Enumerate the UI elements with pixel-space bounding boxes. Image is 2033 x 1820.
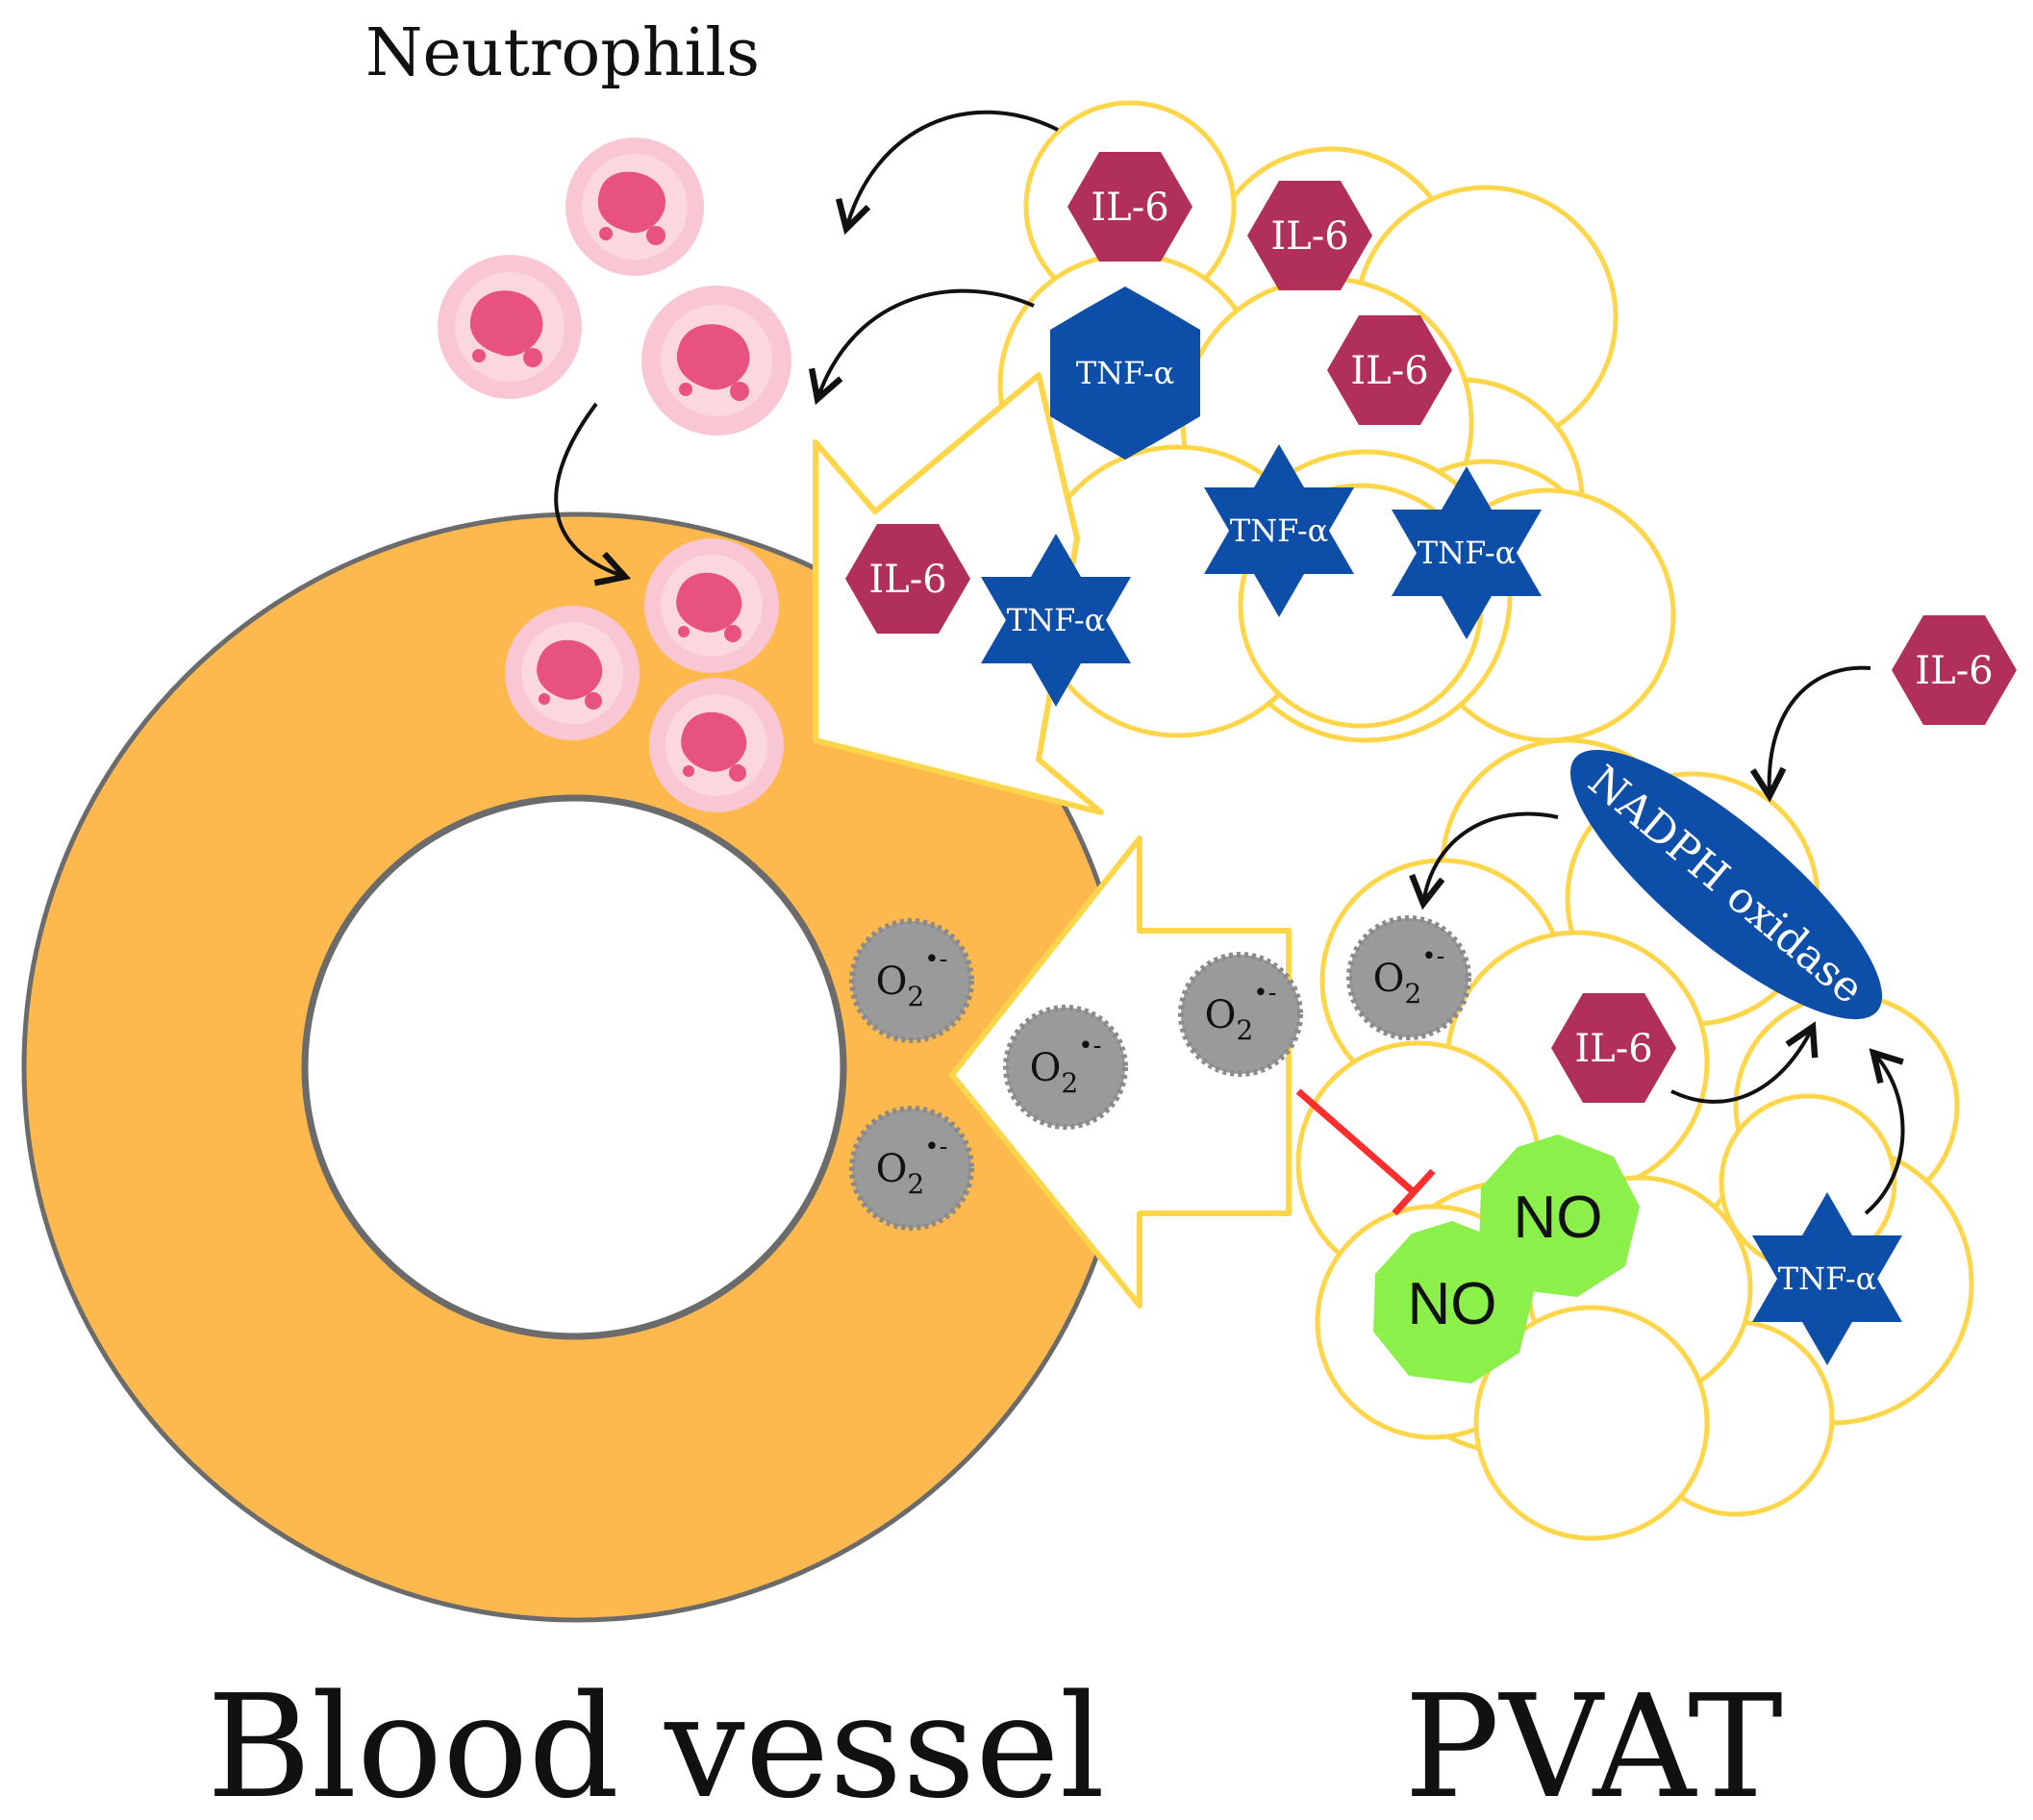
neutrophil	[565, 137, 704, 276]
superoxide-o: O	[876, 960, 908, 1004]
neutrophil-group	[438, 137, 791, 812]
neutrophil	[641, 286, 791, 436]
neutrophil	[649, 678, 784, 812]
superoxide-molecule: O2•-	[1003, 1005, 1128, 1130]
blood-vessel	[21, 511, 1133, 1623]
superoxide-sub: 2	[907, 981, 924, 1012]
il6-hexagon: IL-6	[1327, 315, 1452, 425]
il6-hexagon: IL-6	[1247, 181, 1372, 290]
neutrophil-recruitment-arrow	[554, 402, 632, 586]
tnf-star: TNF-α	[981, 534, 1131, 707]
il6-label: IL-6	[1091, 186, 1168, 230]
superoxide-sub: 2	[1236, 1014, 1253, 1046]
il6-to-nadph-arrow	[1749, 665, 1871, 803]
superoxide-sup: •-	[924, 945, 947, 974]
no-molecules: NO NO	[1373, 1134, 1640, 1384]
il6-label: IL-6	[1574, 1027, 1652, 1071]
superoxide-label: O2•-	[876, 1133, 948, 1200]
tnf-to-neutrophil-arrow	[808, 288, 1035, 406]
il6-label: IL-6	[1270, 214, 1348, 259]
superoxide-molecules: O2•- O2•- O2•- O2•- O2•-	[849, 915, 1471, 1231]
superoxide-label: O2•-	[876, 945, 948, 1012]
neutrophil	[438, 255, 582, 399]
tnf-label: TNF-α	[1230, 512, 1329, 549]
il6-hexagon: IL-6	[1551, 993, 1676, 1103]
pvat-label: PVAT	[1404, 1664, 1783, 1820]
superoxide-o: O	[1205, 993, 1237, 1037]
superoxide-molecule: O2•-	[849, 1106, 974, 1231]
tnf-star: TNF-α	[1050, 287, 1200, 460]
tnf-label: TNF-α	[1778, 1260, 1877, 1297]
il6-label: IL-6	[868, 558, 946, 602]
superoxide-o: O	[1373, 957, 1405, 1001]
tnf-label: TNF-α	[1418, 535, 1517, 571]
signal-arrows	[554, 110, 1905, 1215]
superoxide-o: O	[876, 1147, 908, 1191]
superoxide-sub: 2	[907, 1168, 924, 1200]
superoxide-sup: •-	[1078, 1032, 1101, 1060]
no-molecule: NO	[1479, 1134, 1640, 1297]
no-molecule: NO	[1373, 1221, 1534, 1384]
superoxide-sub: 2	[1404, 978, 1421, 1010]
nadph-to-superoxide-arrow	[1409, 811, 1559, 910]
inhibition-marker	[1295, 1088, 1436, 1216]
superoxide-molecule: O2•-	[849, 918, 974, 1043]
blood-vessel-label: Blood vessel	[207, 1664, 1105, 1820]
il6-hexagon: IL-6	[1892, 615, 2017, 725]
superoxide-label: O2•-	[1030, 1032, 1102, 1099]
tnf-molecules: TNF-α TNF-α TNF-α TNF-α TNF-α	[981, 287, 1902, 1365]
neutrophils-label: Neutrophils	[365, 15, 760, 91]
neutrophil	[505, 606, 640, 740]
superoxide-sup: •-	[1421, 942, 1444, 971]
il6-hexagon: IL-6	[845, 524, 970, 634]
il6-label: IL-6	[1350, 349, 1428, 393]
vessel-lumen	[301, 794, 847, 1340]
superoxide-label: O2•-	[1373, 942, 1445, 1010]
il6-hexagon: IL-6	[1067, 152, 1192, 262]
superoxide-sup: •-	[924, 1133, 947, 1161]
no-label: NO	[1408, 1271, 1497, 1337]
superoxide-sup: •-	[1253, 979, 1276, 1008]
tnf-star: TNF-α	[1752, 1192, 1902, 1365]
tnf-star: TNF-α	[1204, 444, 1354, 617]
tnf-to-nadph-arrow	[1864, 1048, 1905, 1215]
superoxide-o: O	[1030, 1046, 1062, 1090]
il6-label: IL-6	[1915, 649, 1993, 693]
no-label: NO	[1514, 1184, 1603, 1251]
il6-to-neutrophil-arrow	[835, 110, 1059, 236]
superoxide-label: O2•-	[1205, 979, 1277, 1046]
superoxide-molecule: O2•-	[1346, 915, 1471, 1040]
il6-to-nadph-lower-arrow	[1670, 1021, 1819, 1104]
il6-molecules: IL-6 IL-6 IL-6 IL-6 IL-6 IL-6	[845, 152, 2017, 1103]
superoxide-sub: 2	[1061, 1067, 1078, 1099]
tnf-star: TNF-α	[1392, 466, 1542, 639]
tnf-label: TNF-α	[1007, 602, 1106, 638]
neutrophil	[644, 538, 779, 673]
tnf-label: TNF-α	[1076, 355, 1175, 391]
superoxide-molecule: O2•-	[1178, 952, 1303, 1077]
